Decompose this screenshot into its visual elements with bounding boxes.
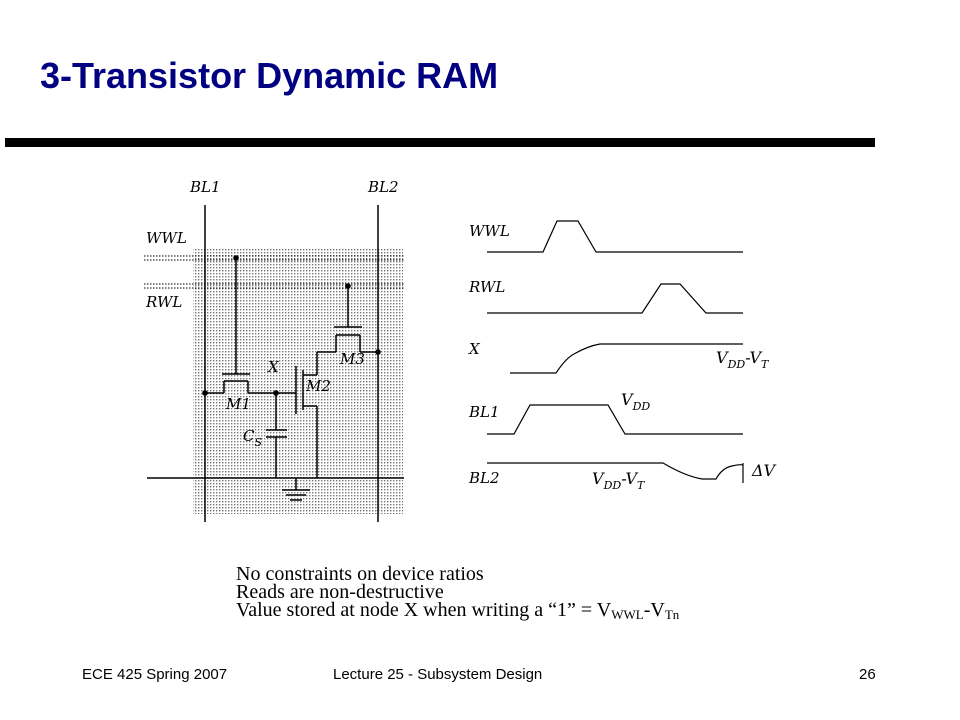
note-line-1: No constraints on device ratios (236, 563, 484, 585)
timing-label-bl1: BL1 (468, 403, 500, 421)
label-node-x: X (267, 358, 280, 376)
annotation-bl1-level: VDD (621, 390, 650, 413)
notes-block: No constraints on device ratios Reads ar… (236, 563, 680, 622)
footer-course: ECE 425 Spring 2007 (82, 666, 228, 683)
schematic (144, 205, 404, 522)
ground-symbol (282, 478, 310, 501)
annotation-delta-v: ΔV (751, 461, 777, 480)
storage-capacitor (266, 429, 287, 478)
wave-x (510, 343, 743, 374)
label-bl2: BL2 (367, 178, 399, 196)
label-m3: M3 (339, 350, 365, 368)
timing-diagram (487, 220, 744, 483)
transistor-m2 (295, 352, 318, 478)
wave-rwl (487, 283, 743, 314)
label-m1: M1 (225, 395, 251, 413)
transistor-m1 (205, 257, 276, 394)
label-m2: M2 (305, 377, 331, 395)
wordline-rwl (144, 283, 404, 289)
timing-label-bl2: BL2 (468, 469, 500, 487)
annotation-bl2-level: VDD-VT (592, 469, 646, 492)
junction-dots (202, 255, 381, 396)
timing-label-x: X (468, 340, 481, 358)
title-divider (5, 138, 875, 147)
label-cs: CS (243, 427, 262, 449)
annotation-x-level: VDD-VT (716, 348, 770, 371)
timing-label-rwl: RWL (468, 278, 505, 296)
footer-lecture: Lecture 25 - Subsystem Design (333, 666, 543, 683)
slide-title: 3-Transistor Dynamic RAM (40, 55, 499, 96)
label-wwl: WWL (146, 229, 187, 247)
wave-bl2 (487, 462, 744, 480)
label-rwl: RWL (145, 293, 182, 311)
wave-bl1 (487, 404, 743, 435)
wordline-wwl (144, 255, 404, 261)
transistor-m3 (317, 285, 378, 353)
note-line-3: Value stored at node X when writing a “1… (236, 599, 680, 622)
note-line-2: Reads are non-destructive (236, 581, 444, 603)
label-bl1: BL1 (189, 178, 221, 196)
timing-label-wwl: WWL (469, 222, 510, 240)
wave-wwl (487, 220, 743, 253)
footer-page-number: 26 (859, 666, 876, 683)
